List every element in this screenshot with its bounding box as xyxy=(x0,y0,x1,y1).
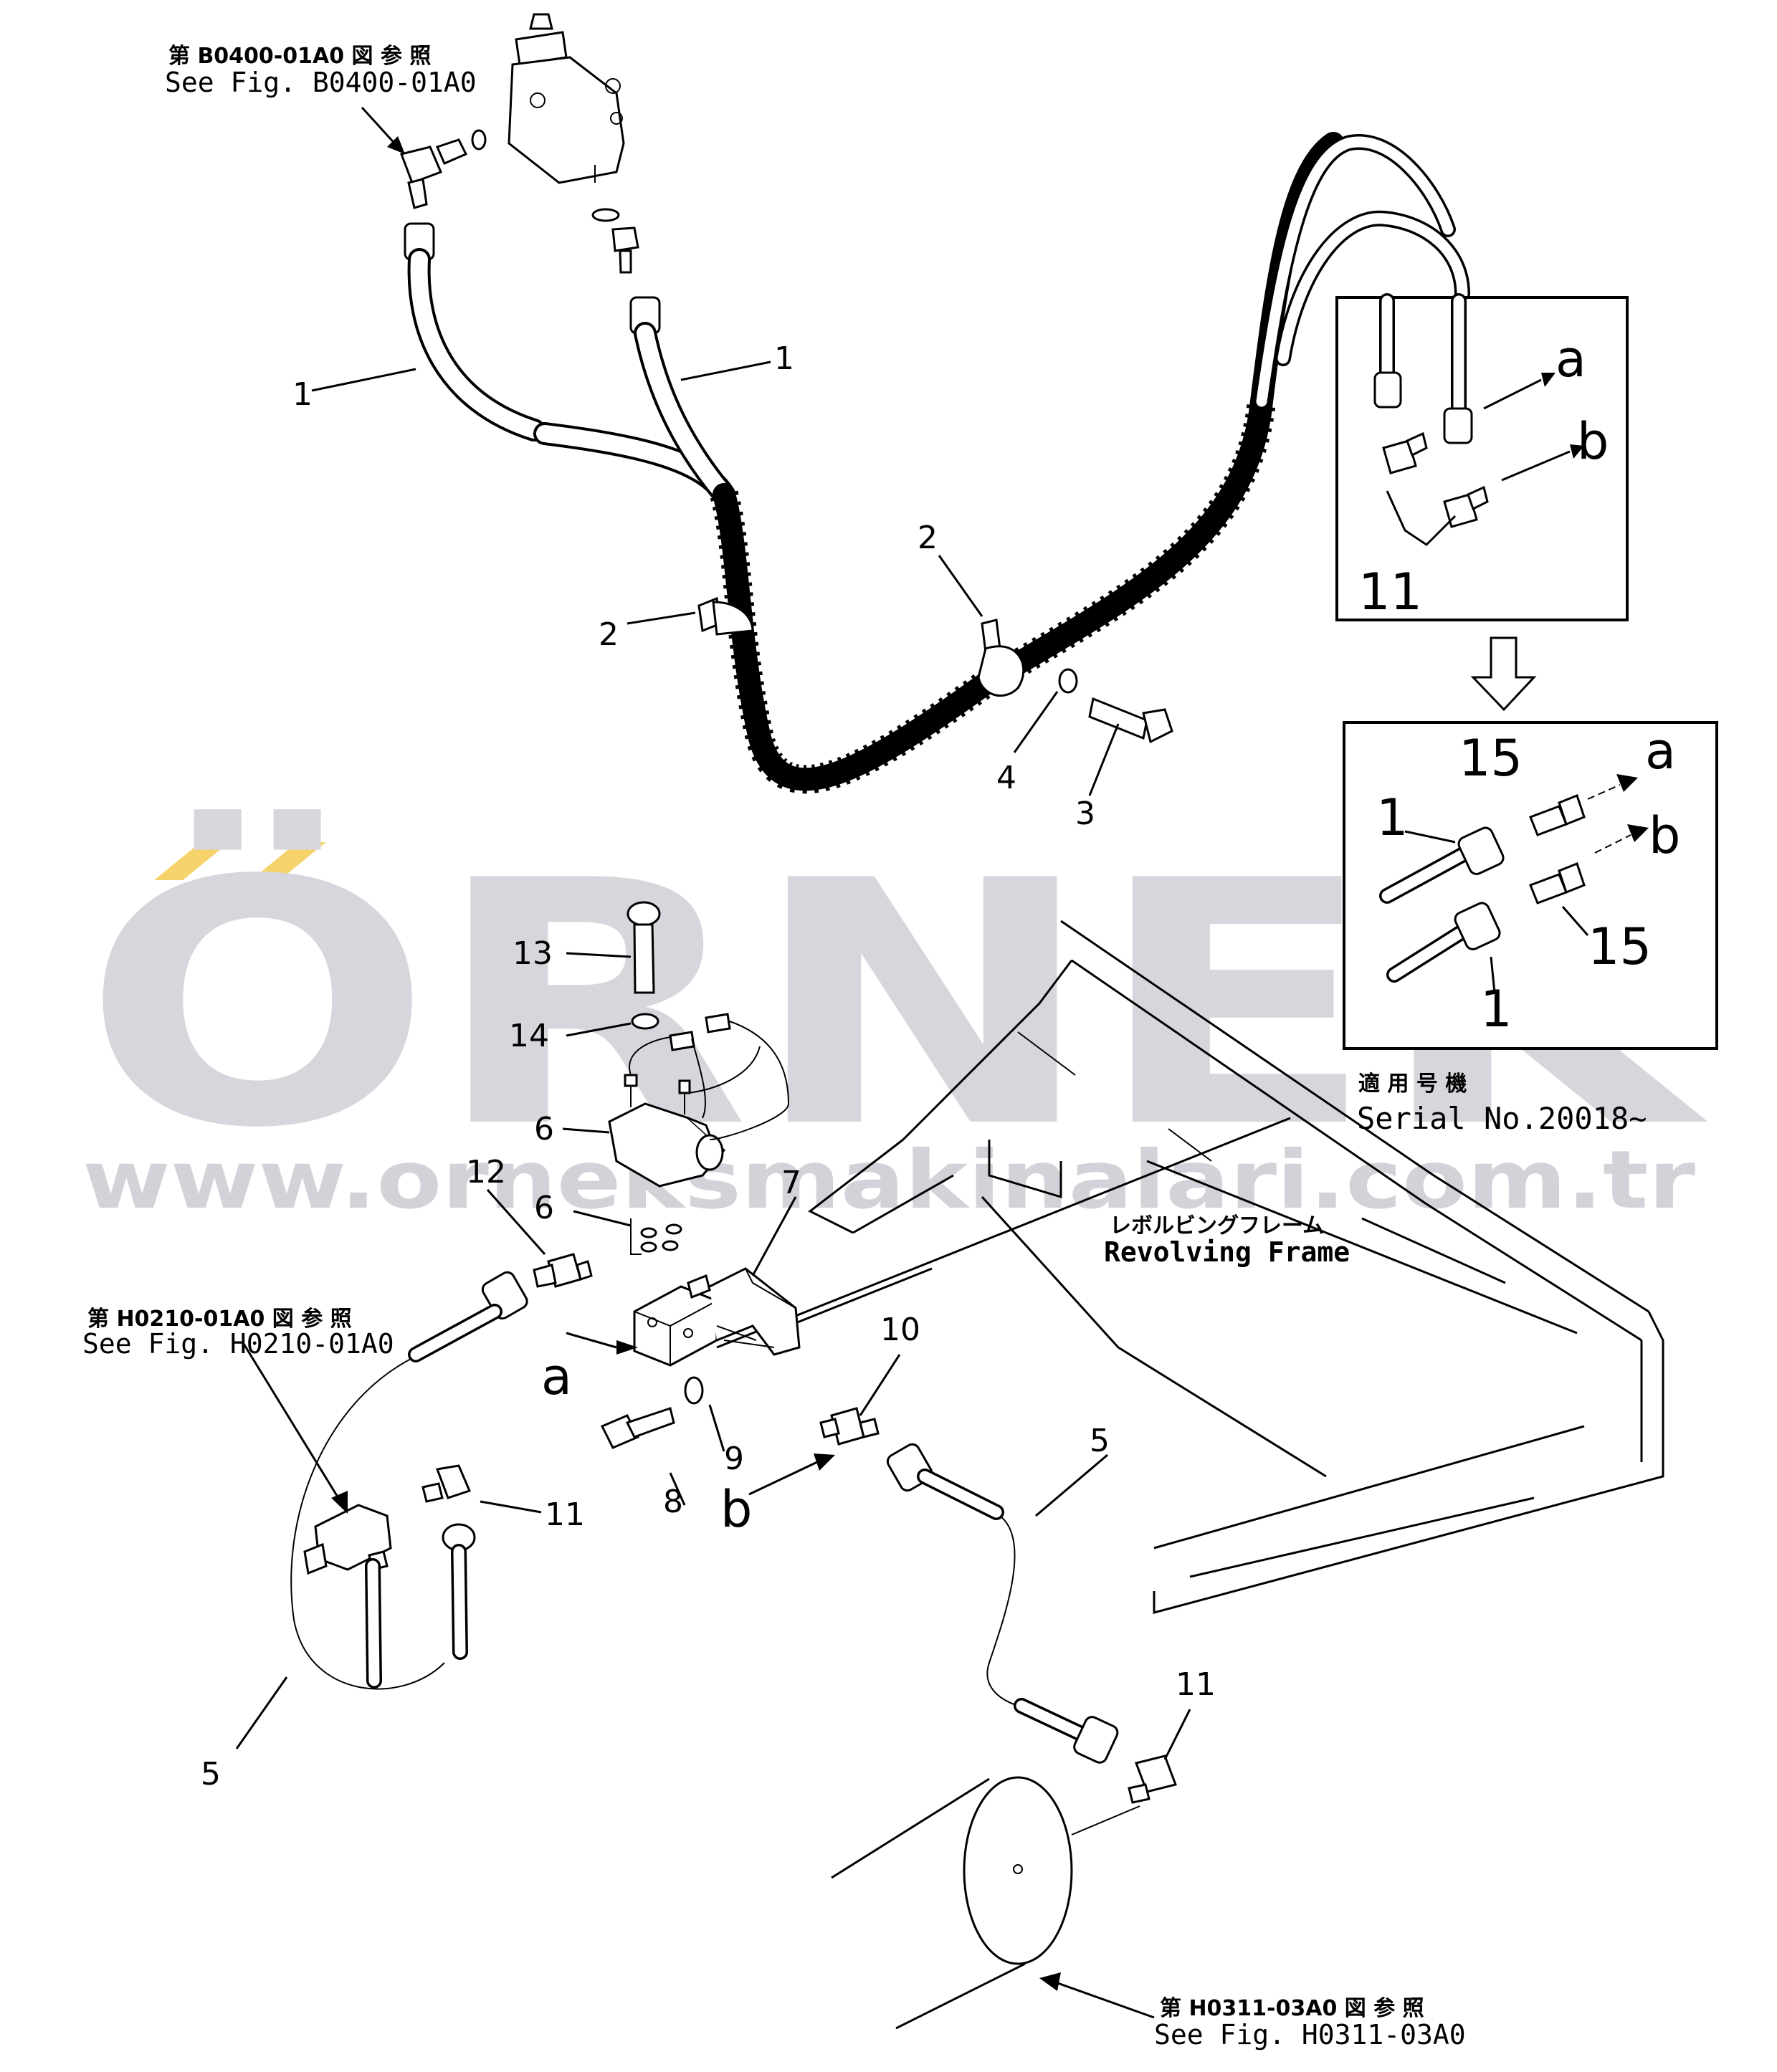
hose-5-right xyxy=(886,1443,1119,1764)
callout-5-left: 5 xyxy=(201,1756,221,1792)
inset-callout-1-bottom: 1 xyxy=(1480,980,1512,1039)
travel-motor xyxy=(831,1776,1140,2030)
ref-b0400-en: See Fig. B0400-01A0 xyxy=(165,67,477,98)
washer-9 xyxy=(684,1376,704,1405)
elbow-11-lower-right xyxy=(1128,1754,1177,1804)
serial-jp: 適 用 号 機 xyxy=(1358,1071,1467,1097)
ref-h0311-jp: 第 H0311-03A0 図 参 照 xyxy=(1160,1996,1424,2021)
callout-1-left: 1 xyxy=(292,376,313,413)
callout-6-upper: 6 xyxy=(534,1111,554,1147)
straight-fitting-top xyxy=(591,208,639,274)
tee-fitting-lower-left xyxy=(303,1504,392,1689)
inset-callout-a: a xyxy=(1556,330,1586,388)
ref-h0210-en: See Fig. H0210-01A0 xyxy=(82,1328,394,1360)
oring-14 xyxy=(631,1013,659,1030)
callout-8: 8 xyxy=(663,1484,683,1520)
callout-a-main: a xyxy=(541,1347,572,1406)
inset-callout-11: 11 xyxy=(1358,563,1422,621)
hose-center xyxy=(629,296,735,506)
reference-labels: 第 B0400-01A0 図 参 照 See Fig. B0400-01A0 第… xyxy=(82,44,1647,2050)
callout-10: 10 xyxy=(880,1312,920,1348)
callout-3: 3 xyxy=(1075,796,1095,832)
clamp-upper xyxy=(697,596,754,636)
inset-callout-15-top: 15 xyxy=(1459,729,1523,788)
inset-callout-15-bottom: 15 xyxy=(1588,917,1652,976)
down-arrow-icon xyxy=(1470,636,1537,712)
inset-callout-1-top: 1 xyxy=(1376,788,1409,847)
elbow-12 xyxy=(533,1253,593,1288)
revolving-frame xyxy=(716,920,1664,1614)
inset-box-new: 15 a 1 b 15 1 xyxy=(1343,721,1718,1050)
inset-box-old: a b 11 xyxy=(1335,293,1629,621)
inset-callout-a-new: a xyxy=(1645,722,1676,780)
callout-6-lower: 6 xyxy=(534,1190,554,1226)
callout-5-right: 5 xyxy=(1090,1423,1110,1459)
leader-lines xyxy=(235,106,1191,2019)
bolt-13 xyxy=(627,901,661,994)
pilot-valve xyxy=(508,13,625,184)
bolt-8 xyxy=(600,1407,675,1449)
clamp-middle xyxy=(977,619,1025,697)
ref-h0311-en: See Fig. H0311-03A0 xyxy=(1154,2019,1466,2050)
tee-10 xyxy=(819,1407,880,1446)
callout-9: 9 xyxy=(724,1441,744,1477)
elbow-11-lower-left xyxy=(421,1464,476,1660)
callout-2-upper: 2 xyxy=(599,616,619,653)
inset-callout-b: b xyxy=(1577,412,1609,471)
ref-b0400-jp: 第 B0400-01A0 図 参 照 xyxy=(168,44,431,69)
washer-4 xyxy=(1058,668,1078,694)
watermark-accent-right xyxy=(251,842,326,880)
inset-callout-b-new: b xyxy=(1649,806,1680,865)
watermark-accent-left xyxy=(154,842,229,880)
hose-5-left-upper xyxy=(290,1271,528,1690)
callout-2-middle: 2 xyxy=(918,520,938,556)
ref-h0210-jp: 第 H0210-01A0 図 参 照 xyxy=(87,1307,352,1332)
ref-frame-en: Revolving Frame xyxy=(1104,1236,1350,1268)
block-7 xyxy=(633,1267,801,1367)
serial-en: Serial No.20018~ xyxy=(1357,1101,1647,1136)
hose-left xyxy=(404,222,735,506)
callout-b-main: b xyxy=(720,1480,752,1539)
callout-numbers: 1 1 2 2 4 3 13 14 6 6 12 7 10 5 11 5 8 9… xyxy=(201,340,1216,1792)
callout-1-center: 1 xyxy=(774,340,794,377)
orings-6 xyxy=(630,1218,682,1255)
callout-14: 14 xyxy=(509,1018,549,1054)
callout-13: 13 xyxy=(513,935,553,972)
bolt-3 xyxy=(1088,697,1173,744)
callout-11-left: 11 xyxy=(545,1496,585,1533)
solenoid-valve-6 xyxy=(608,1013,790,1188)
callout-7: 7 xyxy=(781,1165,801,1201)
callout-4: 4 xyxy=(996,760,1016,796)
motor-end-cap xyxy=(963,1776,1073,1965)
elbow-fitting-top-left xyxy=(400,129,487,209)
callout-12: 12 xyxy=(466,1154,506,1190)
ref-frame-jp: レボルビングフレーム xyxy=(1110,1213,1324,1238)
callout-11-right: 11 xyxy=(1176,1666,1216,1703)
